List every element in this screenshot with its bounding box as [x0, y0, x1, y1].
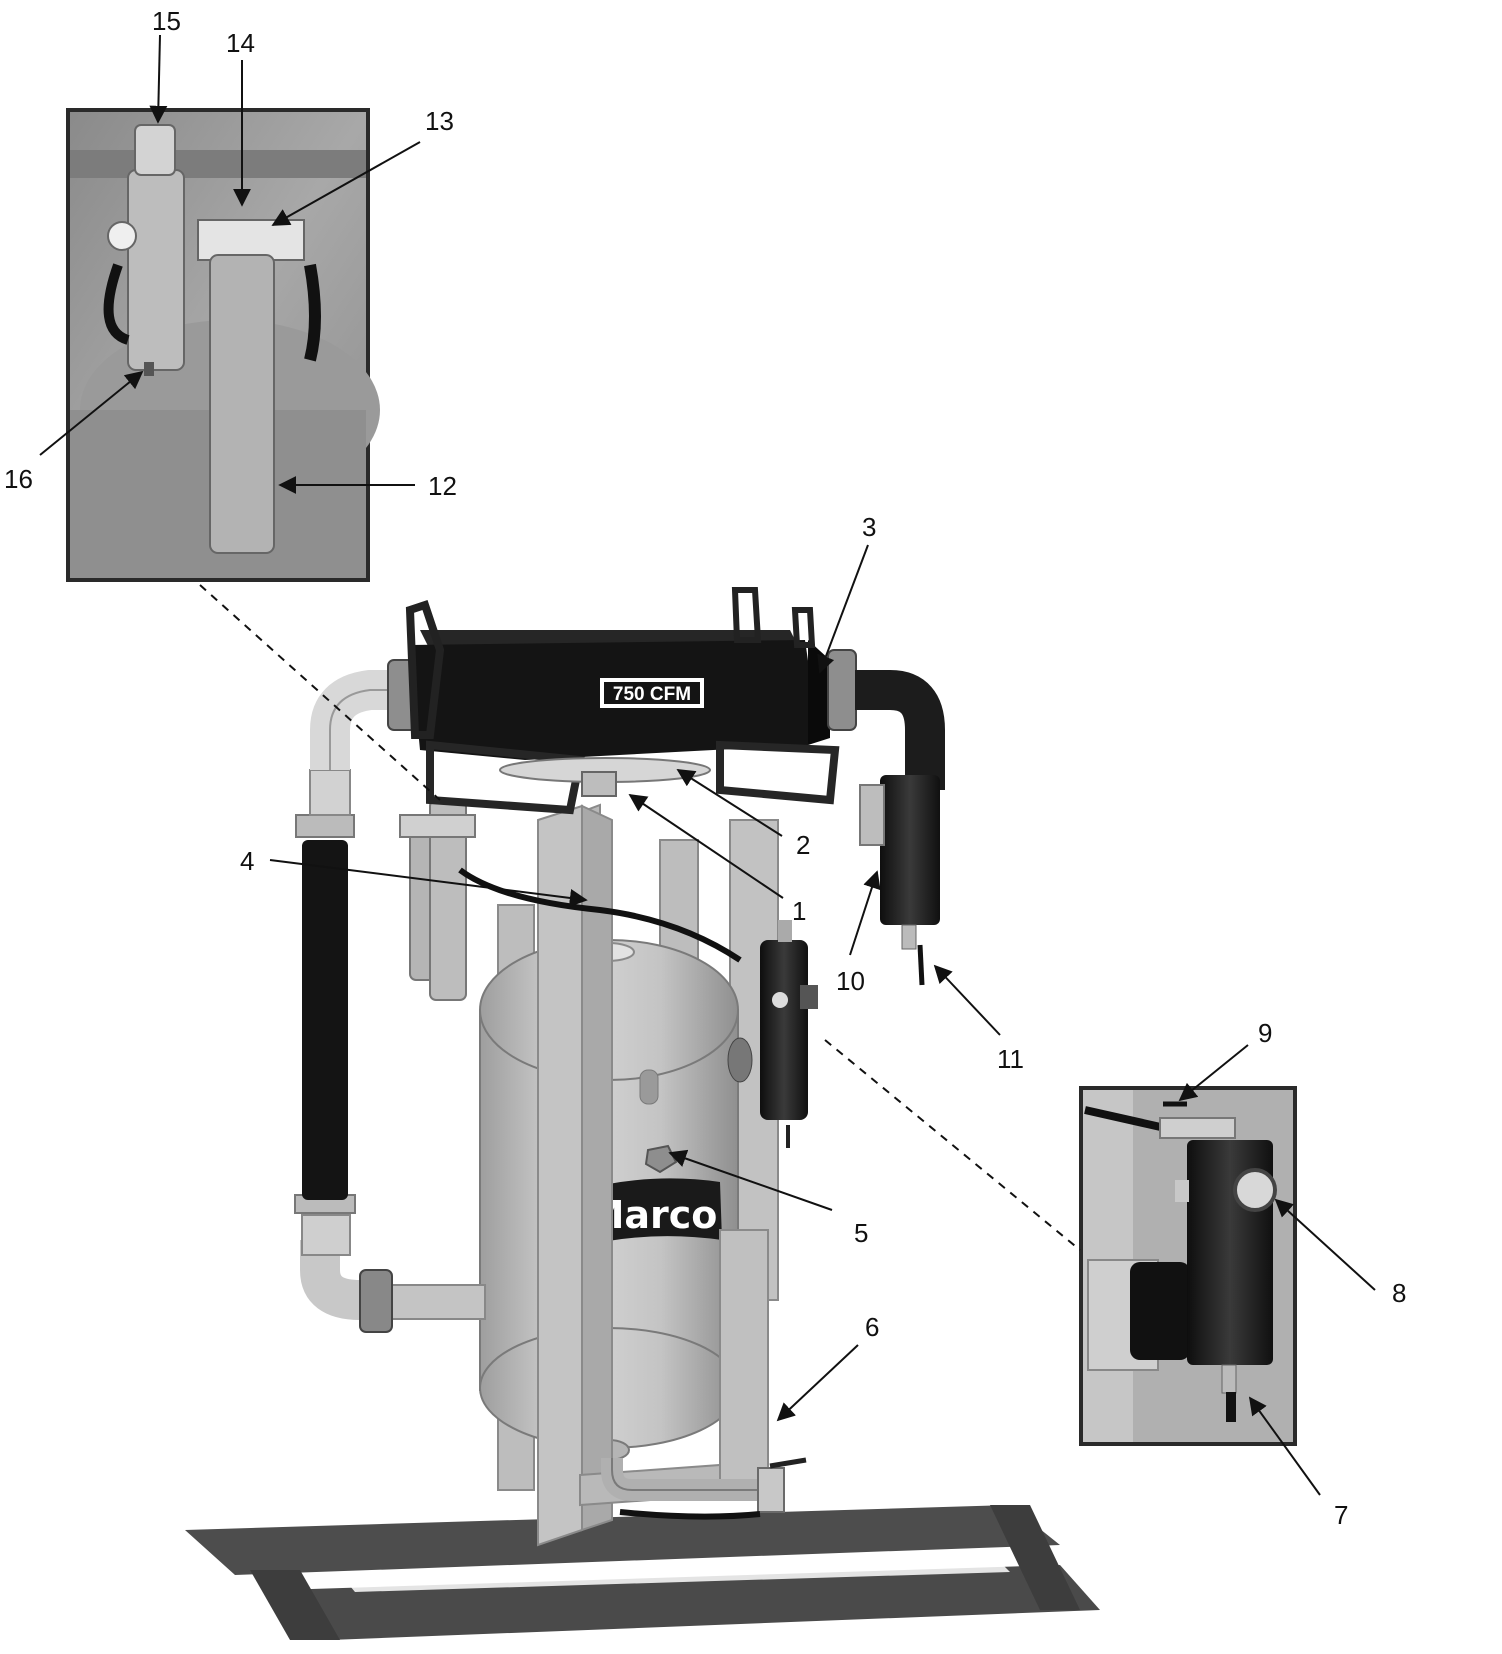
filter-assembly — [399, 799, 742, 1001]
callout-1: 1 — [792, 896, 807, 926]
callout-14: 14 — [226, 28, 255, 58]
callout-11: 11 — [997, 1044, 1024, 1074]
callout-9: 9 — [1258, 1018, 1273, 1048]
callout-12: 12 — [428, 471, 457, 501]
callout-leaders — [39, 34, 1376, 1496]
dryer-unit: 750 CFM — [405, 587, 840, 815]
callout-6: 6 — [865, 1312, 880, 1342]
callout-8: 8 — [1392, 1278, 1407, 1308]
callout-16: 16 — [4, 464, 33, 494]
detail-connectors — [199, 584, 1081, 1251]
inlet-hose-assembly — [294, 659, 486, 1333]
callout-4: 4 — [240, 846, 255, 876]
drain-piping — [601, 1457, 807, 1520]
nameplate-text: 750 CFM — [613, 684, 691, 705]
moisture-separator — [727, 920, 818, 1148]
outlet-pipe-assembly — [827, 649, 945, 986]
callout-7: 7 — [1334, 1500, 1349, 1530]
callout-15: 15 — [152, 6, 181, 36]
callout-13: 13 — [425, 106, 454, 136]
skid-base — [185, 1505, 1100, 1640]
callout-5: 5 — [854, 1218, 869, 1248]
front-frame — [537, 804, 769, 1547]
callout-10: 10 — [836, 966, 865, 996]
callout-3: 3 — [862, 512, 877, 542]
callout-2: 2 — [796, 830, 811, 860]
inset-separator-detail — [1079, 1086, 1297, 1446]
inset-regulator-filter — [66, 108, 380, 582]
